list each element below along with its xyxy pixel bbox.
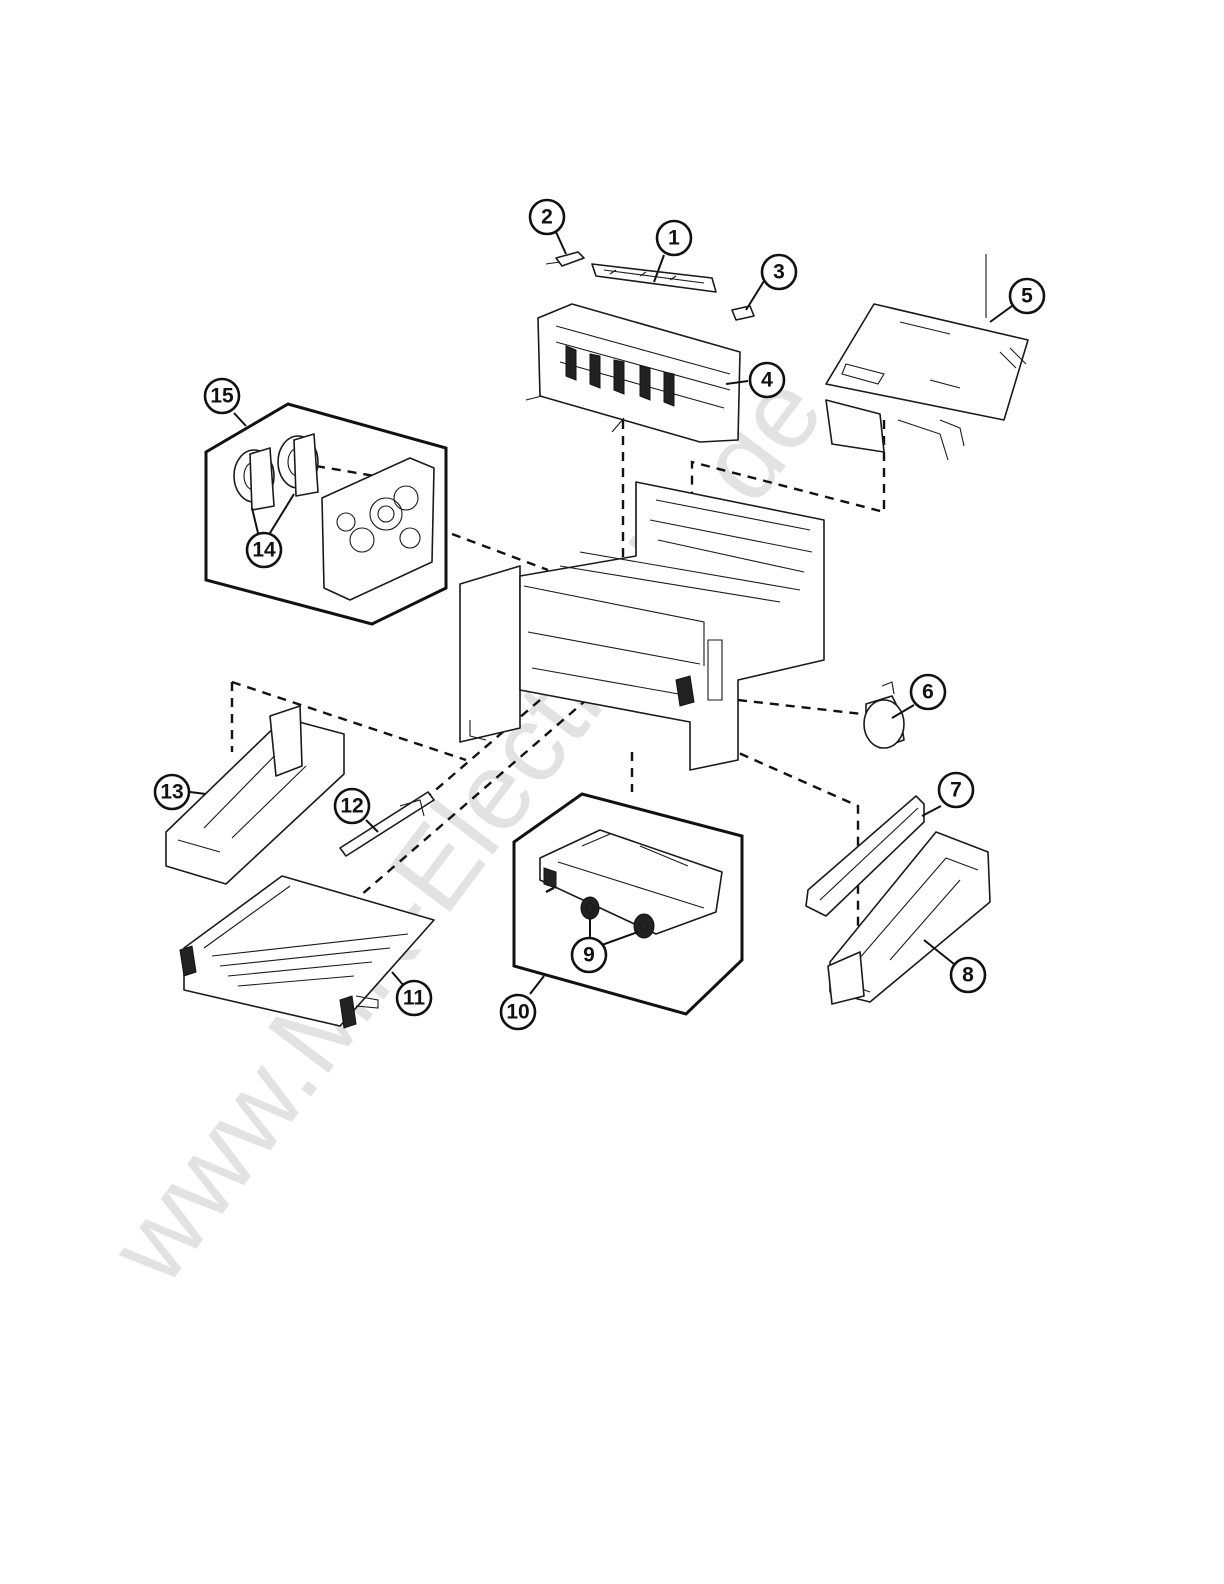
callout-15: 15 (205, 379, 239, 413)
svg-text:12: 12 (340, 795, 363, 818)
svg-text:9: 9 (583, 944, 595, 967)
gear-plate (322, 458, 434, 600)
svg-text:13: 13 (160, 781, 183, 804)
callout-13: 13 (155, 775, 189, 809)
svg-text:2: 2 (541, 206, 553, 229)
part-13-housing (166, 706, 344, 884)
svg-text:4: 4 (761, 369, 773, 392)
callout-7: 7 (939, 773, 973, 807)
callout-12: 12 (335, 789, 369, 823)
callout-8: 8 (951, 958, 985, 992)
detail-box-10 (514, 794, 742, 1014)
callout-1: 1 (657, 221, 691, 255)
part-10-assembly (540, 830, 722, 934)
callout-5: 5 (1010, 279, 1044, 313)
part-14-motors (234, 434, 318, 510)
svg-text:15: 15 (210, 385, 234, 408)
svg-text:3: 3 (773, 261, 785, 284)
svg-text:14: 14 (252, 539, 276, 562)
callout-14: 14 (247, 533, 281, 567)
callout-4: 4 (750, 363, 784, 397)
callout-11: 11 (397, 981, 431, 1015)
svg-text:5: 5 (1021, 285, 1033, 308)
svg-text:6: 6 (922, 681, 934, 704)
callout-9: 9 (572, 938, 606, 972)
callout-2: 2 (530, 200, 564, 234)
part-3-bracket (732, 306, 754, 320)
part-1-bar (592, 264, 716, 292)
callout-10: 10 (501, 995, 535, 1029)
svg-text:10: 10 (506, 1001, 529, 1024)
part-5-board (826, 254, 1028, 460)
svg-text:11: 11 (403, 987, 426, 1010)
callout-6: 6 (911, 675, 945, 709)
svg-text:8: 8 (962, 964, 974, 987)
detail-box-15 (206, 404, 446, 624)
svg-text:1: 1 (668, 227, 680, 250)
callout-3: 3 (762, 255, 796, 289)
main-frame (460, 482, 824, 770)
part-4-assembly (526, 304, 740, 442)
svg-text:7: 7 (950, 779, 962, 802)
